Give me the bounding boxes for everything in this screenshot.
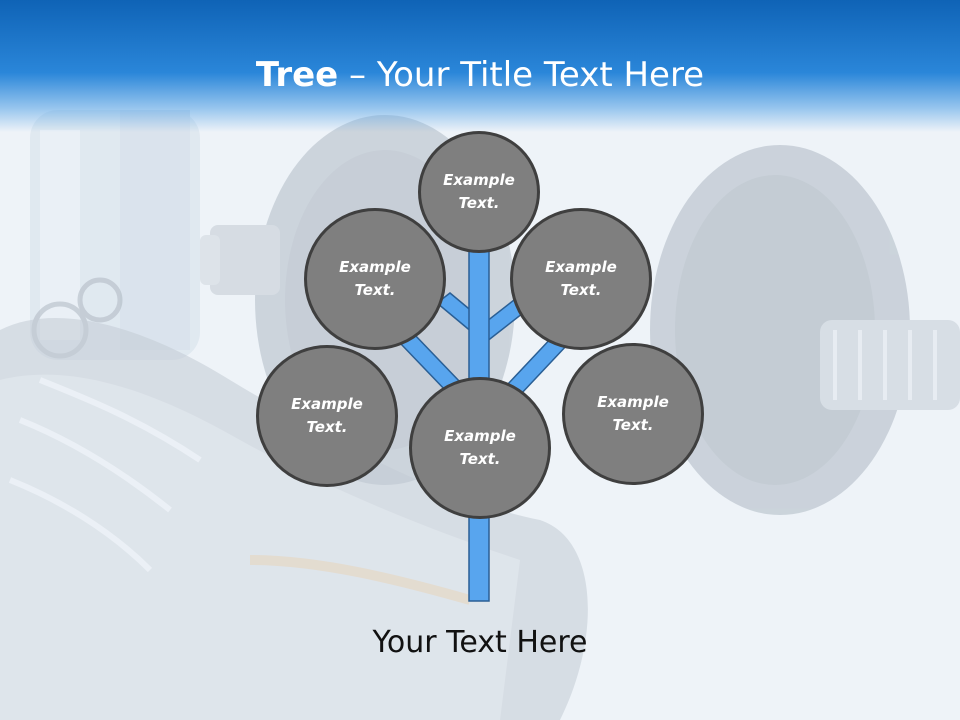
title-bar bbox=[0, 0, 960, 132]
node-label: Example Text. bbox=[545, 258, 617, 299]
tree-node-lower-right: Example Text. bbox=[562, 343, 704, 485]
footer-text: Your Text Here bbox=[372, 625, 588, 660]
tree-node-upper-right: Example Text. bbox=[510, 208, 652, 350]
title-rest: – Your Title Text Here bbox=[338, 55, 705, 95]
node-label: Example Text. bbox=[444, 427, 516, 468]
tree-node-top: Example Text. bbox=[418, 131, 540, 253]
tree-node-upper-left: Example Text. bbox=[304, 208, 446, 350]
node-label: Example Text. bbox=[291, 395, 363, 436]
tree-node-lower-left: Example Text. bbox=[256, 345, 398, 487]
node-label: Example Text. bbox=[339, 258, 411, 299]
title-bold: Tree bbox=[255, 55, 339, 95]
slide-title: Tree – Your Title Text Here bbox=[0, 52, 960, 98]
tree-node-center: Example Text. bbox=[409, 377, 551, 519]
sneaker-image bbox=[0, 277, 588, 720]
node-label: Example Text. bbox=[597, 393, 669, 434]
node-label: Example Text. bbox=[443, 171, 515, 212]
